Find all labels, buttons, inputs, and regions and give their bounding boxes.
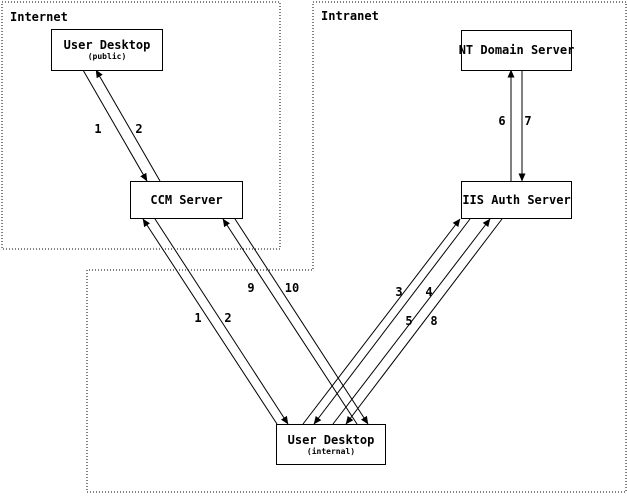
zone-label-internet: Internet xyxy=(10,10,68,24)
zone-label-intranet: Intranet xyxy=(321,9,379,23)
edge-label-3: 3 xyxy=(395,285,403,299)
zone-intranet-border xyxy=(86,1,627,493)
edge-label-1: 1 xyxy=(194,311,202,325)
edge-8-iis-auth-server-to-user-desktop-internal xyxy=(345,218,503,425)
edge-label-2: 2 xyxy=(135,122,143,136)
node-label: User Desktop xyxy=(63,38,151,52)
edge-5-user-desktop-internal-to-iis-auth-server xyxy=(332,218,491,425)
node-user-desktop-public: User Desktop (public) xyxy=(51,29,163,71)
edge-label-7: 7 xyxy=(524,114,532,128)
node-nt-domain-server: NT Domain Server xyxy=(458,30,575,71)
edge-label-9: 9 xyxy=(247,281,255,295)
node-user-desktop-internal: User Desktop (internal) xyxy=(276,424,386,465)
edge-4-iis-auth-server-to-user-desktop-internal xyxy=(313,218,471,425)
node-sublabel: (public) xyxy=(87,52,127,61)
edge-label-10: 10 xyxy=(284,281,300,295)
node-label: IIS Auth Server xyxy=(462,192,571,207)
edge-2-ccm-server-to-user-desktop-public xyxy=(95,69,161,182)
node-label: NT Domain Server xyxy=(458,43,575,57)
edge-9-user-desktop-internal-to-ccm-server xyxy=(222,218,358,425)
edge-10-ccm-server-to-user-desktop-internal xyxy=(234,218,369,425)
node-sublabel: (internal) xyxy=(306,446,356,456)
edge-label-5: 5 xyxy=(405,314,413,328)
edge-label-2: 2 xyxy=(224,311,232,325)
node-iis-auth-server: IIS Auth Server xyxy=(461,181,572,219)
node-ccm-server: CCM Server xyxy=(130,181,243,219)
edge-label-1: 1 xyxy=(94,122,102,136)
edge-2-ccm-server-to-user-desktop-internal xyxy=(154,218,289,425)
edge-1-user-desktop-internal-to-ccm-server xyxy=(142,218,278,425)
edge-3-user-desktop-internal-to-iis-auth-server xyxy=(302,218,461,425)
node-label: CCM Server xyxy=(150,192,223,207)
edge-label-6: 6 xyxy=(498,114,506,128)
edge-label-4: 4 xyxy=(425,285,433,299)
edge-label-8: 8 xyxy=(430,314,438,328)
zone-internet-border xyxy=(1,1,281,250)
edge-1-user-desktop-public-to-ccm-server xyxy=(82,69,148,182)
node-label: User Desktop xyxy=(287,432,375,447)
